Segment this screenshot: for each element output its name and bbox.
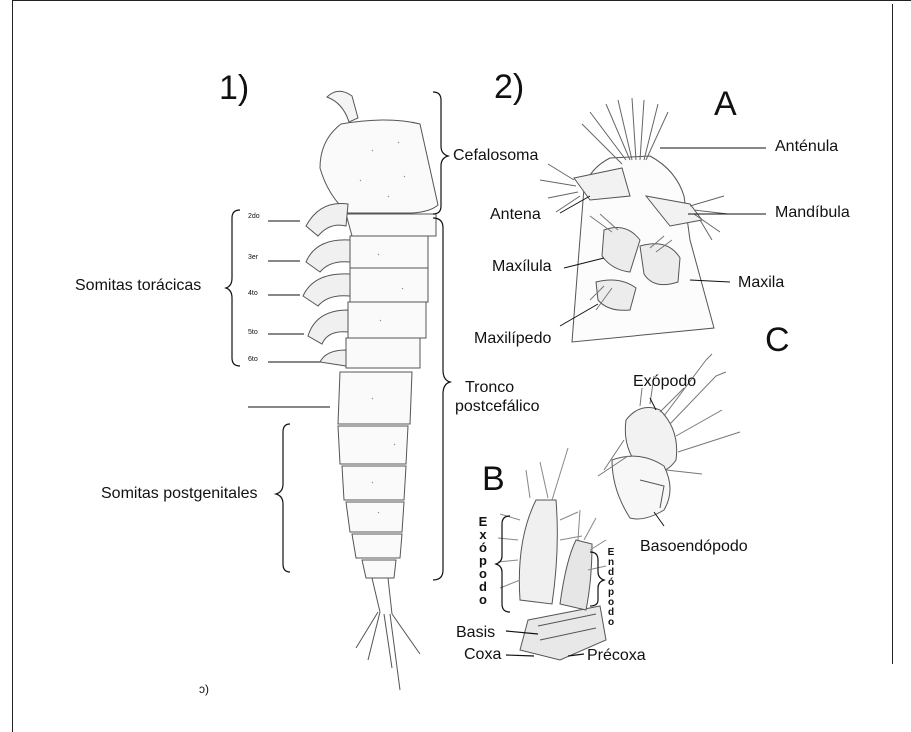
rostrum (327, 91, 358, 122)
panel-a-letter: A (714, 87, 737, 121)
label-basoendopodo: Basoendópodo (640, 539, 748, 555)
label-maxilipedo: Maxilípedo (474, 331, 551, 347)
label-mandibula: Mandíbula (775, 205, 850, 221)
label-somite-6to: 6to (248, 356, 258, 363)
label-somite-2do: 2do (248, 213, 260, 220)
label-antena: Antena (490, 207, 541, 223)
swimming-leg-drawing (498, 448, 606, 660)
label-coxa: Coxa (464, 647, 501, 663)
label-somitas-postgenitales: Somitas postgenitales (101, 486, 258, 502)
label-somite-3er: 3er (248, 254, 258, 261)
label-tronco: Tronco (465, 380, 514, 396)
label-cefalosoma: Cefalosoma (453, 148, 538, 164)
copepod-body-drawing (303, 91, 438, 690)
label-somite-4to: 4to (248, 290, 258, 297)
panel-b-letter: B (482, 462, 505, 496)
stray-mark: ɔ) (199, 683, 209, 695)
label-exopodo-c: Exópodo (633, 374, 696, 390)
mouthparts-drawing (540, 98, 728, 342)
label-maxilula: Maxílula (492, 259, 552, 275)
label-somitas-toracicas: Somitas torácicas (75, 278, 201, 294)
label-maxila: Maxila (738, 275, 784, 291)
panel-2-number: 2) (494, 70, 524, 104)
label-antenula: Anténula (775, 139, 838, 155)
panel-1-number: 1) (219, 71, 249, 105)
label-precoxa: Précoxa (587, 648, 646, 664)
label-endopodo-vertical: Endópodo (605, 548, 617, 628)
cephalosome (320, 120, 438, 213)
label-somite-5to: 5to (248, 329, 258, 336)
label-basis: Basis (456, 625, 495, 641)
label-postcefalico: postcefálico (455, 399, 540, 415)
label-exopodo-vertical: Exópodo (477, 515, 489, 606)
panel-c-letter: C (765, 323, 790, 357)
